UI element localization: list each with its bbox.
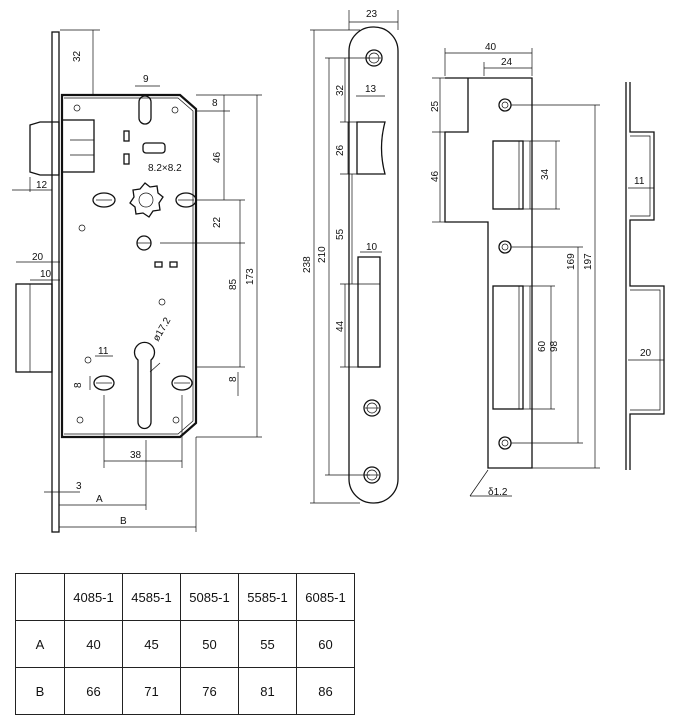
row-label: B [15,667,65,715]
latch-opening [492,140,524,210]
dim-text: 8.2×8.2 [148,163,182,174]
strike-profile [625,82,665,470]
dim-text: 173 [245,268,256,285]
dimension-lines [628,187,664,361]
dimension-lines [12,29,262,532]
follower-center [138,192,154,208]
table-header-cell: 5085-1 [180,573,239,621]
table-header-cell: 4585-1 [122,573,181,621]
screw-hole [498,98,512,112]
row-label: A [15,620,65,668]
dim-text: 44 [335,320,346,332]
bolt-opening [492,285,524,410]
dim-text: 20 [640,348,652,359]
top-slot [138,95,152,125]
dim-text: 10 [40,269,52,280]
slot [123,153,130,165]
dim-text: δ1.2 [488,487,508,498]
cylinder-hole [133,341,156,430]
dim-text: A [96,494,103,505]
dim-text: 55 [335,228,346,240]
slot [123,130,130,142]
table-cell: 76 [180,667,239,715]
table-cell: 71 [122,667,181,715]
lock-body-view: 32 9 8 46 8.2×8.2 22 85 173 12 20 10 ø17… [12,29,262,533]
latch-bolt [29,121,60,176]
dim-text: 13 [365,84,377,95]
dim-text: 238 [302,256,313,273]
bolt-cutout [357,256,381,368]
dim-text: 60 [537,340,548,352]
dim-text: 24 [501,57,513,68]
dimension-lines [432,48,600,497]
dim-text: 169 [566,253,577,270]
dim-text: 11 [98,346,109,357]
dim-text: 8 [212,98,218,109]
table-cell: 45 [122,620,181,668]
dim-text: 98 [549,340,560,352]
dim-text: 25 [430,100,441,112]
dim-text: 46 [430,170,441,182]
dim-text: 20 [32,252,44,263]
table-header-cell: 4085-1 [64,573,123,621]
lock-case [60,93,198,439]
dim-text: ø17.2 [151,315,174,343]
dim-text: 32 [72,50,83,62]
table-cell [15,573,65,621]
square-hole [142,142,166,154]
strike-profile-view: 11 20 [625,82,665,470]
table-cell: 50 [180,620,239,668]
table-cell: 55 [238,620,297,668]
dim-text: 197 [583,253,594,270]
table-cell: 86 [296,667,355,715]
table-cell: 60 [296,620,355,668]
screw-hole [92,192,116,208]
latch-cutout [356,121,386,175]
dim-text: 10 [366,242,378,253]
screw-hole [171,375,193,391]
dim-text: 38 [130,450,142,461]
dim-text: 85 [228,278,239,290]
table-row: A 40 45 50 55 60 [15,620,355,668]
table-header-cell: 6085-1 [296,573,355,621]
dimension-lines [310,10,399,504]
dim-text: 11 [634,176,645,187]
dim-text: 40 [485,42,497,53]
technical-drawing: 32 9 8 46 8.2×8.2 22 85 173 12 20 10 ø17… [12,9,665,533]
dim-text: 210 [317,246,328,263]
faceplate [348,26,399,504]
table-cell: 40 [64,620,123,668]
dim-text: 8 [228,376,239,382]
faceplate-view: 23 32 13 26 238 210 55 10 44 [302,9,399,504]
dimension-table: 4085-1 4585-1 5085-1 5585-1 6085-1 A 40 … [15,573,355,715]
table-header-row: 4085-1 4585-1 5085-1 5585-1 6085-1 [15,573,355,621]
table-cell: 66 [64,667,123,715]
table-row: B 66 71 76 81 86 [15,667,355,715]
follower-hub [129,182,164,218]
dim-text: B [120,516,127,527]
dim-text: 3 [76,481,82,492]
dim-text: 12 [36,180,48,191]
dim-text: 32 [335,84,346,96]
dim-text: 9 [143,74,149,85]
strike-plate-view: 40 24 25 46 34 169 197 60 98 δ1.2 [430,42,600,498]
screw-hole [175,192,197,208]
dim-text: 22 [212,216,223,228]
screw-hole [498,436,512,450]
dim-text: 26 [335,144,346,156]
latch-housing [61,119,95,173]
dim-text: 8 [73,382,84,388]
table-header-cell: 5585-1 [238,573,297,621]
dim-text: 46 [212,151,223,163]
table-cell: 81 [238,667,297,715]
forend-strip [51,31,60,533]
screw-hole [498,240,512,254]
dead-bolt [15,283,53,373]
dim-text: 23 [366,9,378,20]
screw-hole [363,399,381,417]
screw-hole [93,375,115,391]
screw-hole [136,235,152,251]
dim-text: 34 [540,168,551,180]
